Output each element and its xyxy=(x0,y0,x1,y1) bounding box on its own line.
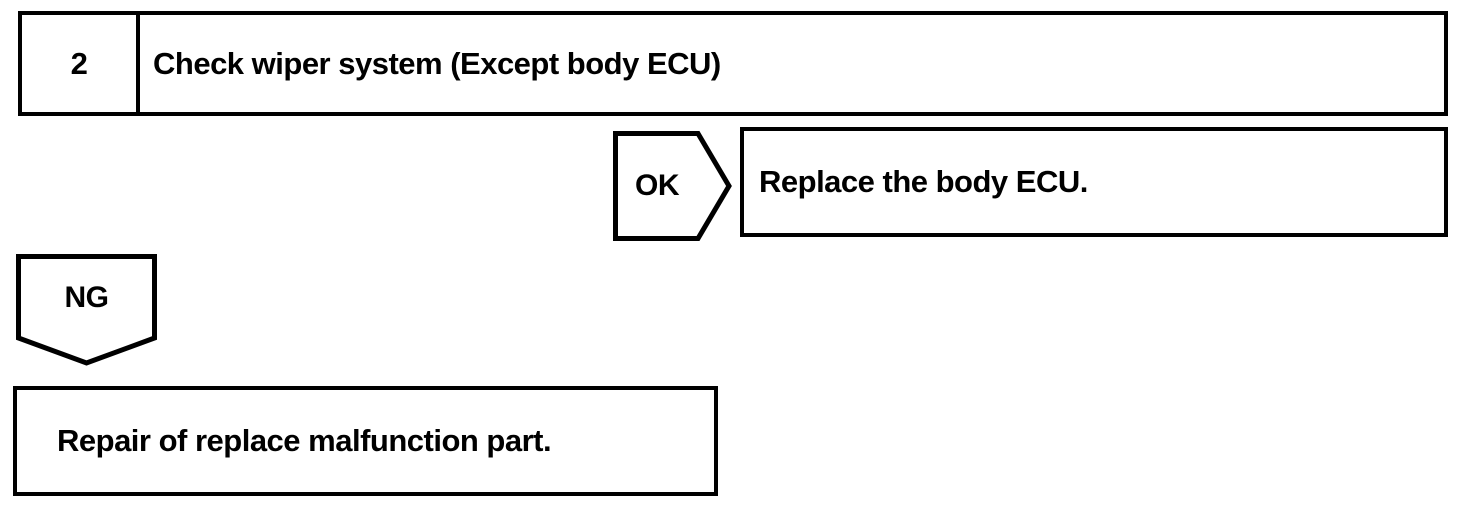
ng-connector: NG xyxy=(16,254,157,366)
ok-action-box: Replace the body ECU. xyxy=(740,127,1448,237)
ng-action-text: Repair of replace malfunction part. xyxy=(57,423,552,458)
ok-label: OK xyxy=(635,169,680,202)
step-title: Check wiper system (Except body ECU) xyxy=(153,45,721,81)
ok-action-text: Replace the body ECU. xyxy=(759,164,1088,199)
ok-pentagon-right-arrow-icon xyxy=(613,131,732,241)
ng-pentagon-down-arrow-icon xyxy=(16,254,157,366)
ng-action-box: Repair of replace malfunction part. xyxy=(13,386,718,496)
step-box: 2 Check wiper system (Except body ECU) xyxy=(18,11,1448,116)
ng-label: NG xyxy=(64,281,110,314)
ok-connector: OK xyxy=(613,131,732,241)
step-number: 2 xyxy=(22,15,140,112)
